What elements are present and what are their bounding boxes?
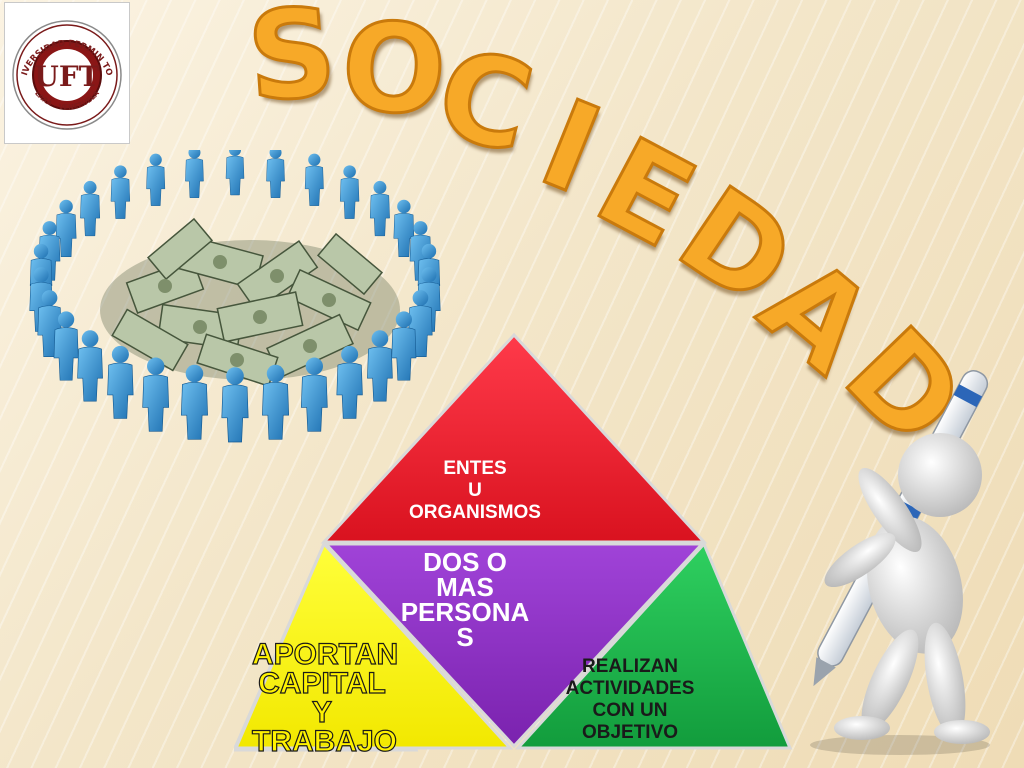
person-icon (300, 357, 328, 432)
person-icon (304, 153, 324, 206)
person-icon (107, 345, 134, 419)
person-icon (339, 165, 360, 219)
logo-monogram: UFT (34, 60, 99, 93)
person-icon (77, 330, 103, 402)
person-icon (367, 330, 393, 402)
pyramid-diagram (234, 332, 793, 752)
title-letter: O (336, 0, 452, 145)
person-icon (53, 311, 79, 381)
university-logo: UNIVERSIDAD FERMIN TORO LARA - VENEZUELA… (4, 2, 130, 144)
3d-man-writing-with-pen-icon (810, 370, 990, 755)
person-icon (142, 357, 170, 432)
person-icon (110, 165, 131, 219)
pyramid-right-label: REALIZAN ACTIVIDADES CON UN OBJETIVO (565, 656, 695, 743)
pyramid-left-label: APORTAN CAPITAL Y TRABAJO (251, 638, 399, 758)
person-icon (55, 199, 77, 258)
pyramid-top-label: ENTES U ORGANISMOS (409, 458, 541, 523)
people-circle-around-money-icon (29, 150, 441, 443)
pyramid-right-triangle (514, 541, 793, 750)
person-icon (336, 345, 363, 419)
pyramid-center-label: DOS O MAS PERSONA S (400, 547, 530, 652)
person-icon (393, 199, 415, 258)
person-icon (180, 364, 208, 440)
person-icon (80, 180, 101, 237)
money-pile-icon (100, 217, 400, 387)
person-icon (146, 153, 166, 206)
pyramid-center-triangle (322, 542, 706, 749)
title-letter: S (242, 0, 343, 130)
logo-seal: UNIVERSIDAD FERMIN TORO LARA - VENEZUELA… (5, 3, 122, 130)
person-icon (391, 311, 417, 381)
people-ring (29, 150, 441, 443)
person-icon (262, 364, 290, 440)
person-icon (266, 150, 285, 198)
person-icon (369, 180, 390, 237)
person-icon (225, 150, 245, 196)
person-icon (185, 150, 204, 198)
person-icon (221, 367, 249, 443)
pyramid-top-triangle (320, 332, 708, 544)
pyramid-left-triangle-fill (234, 541, 514, 750)
